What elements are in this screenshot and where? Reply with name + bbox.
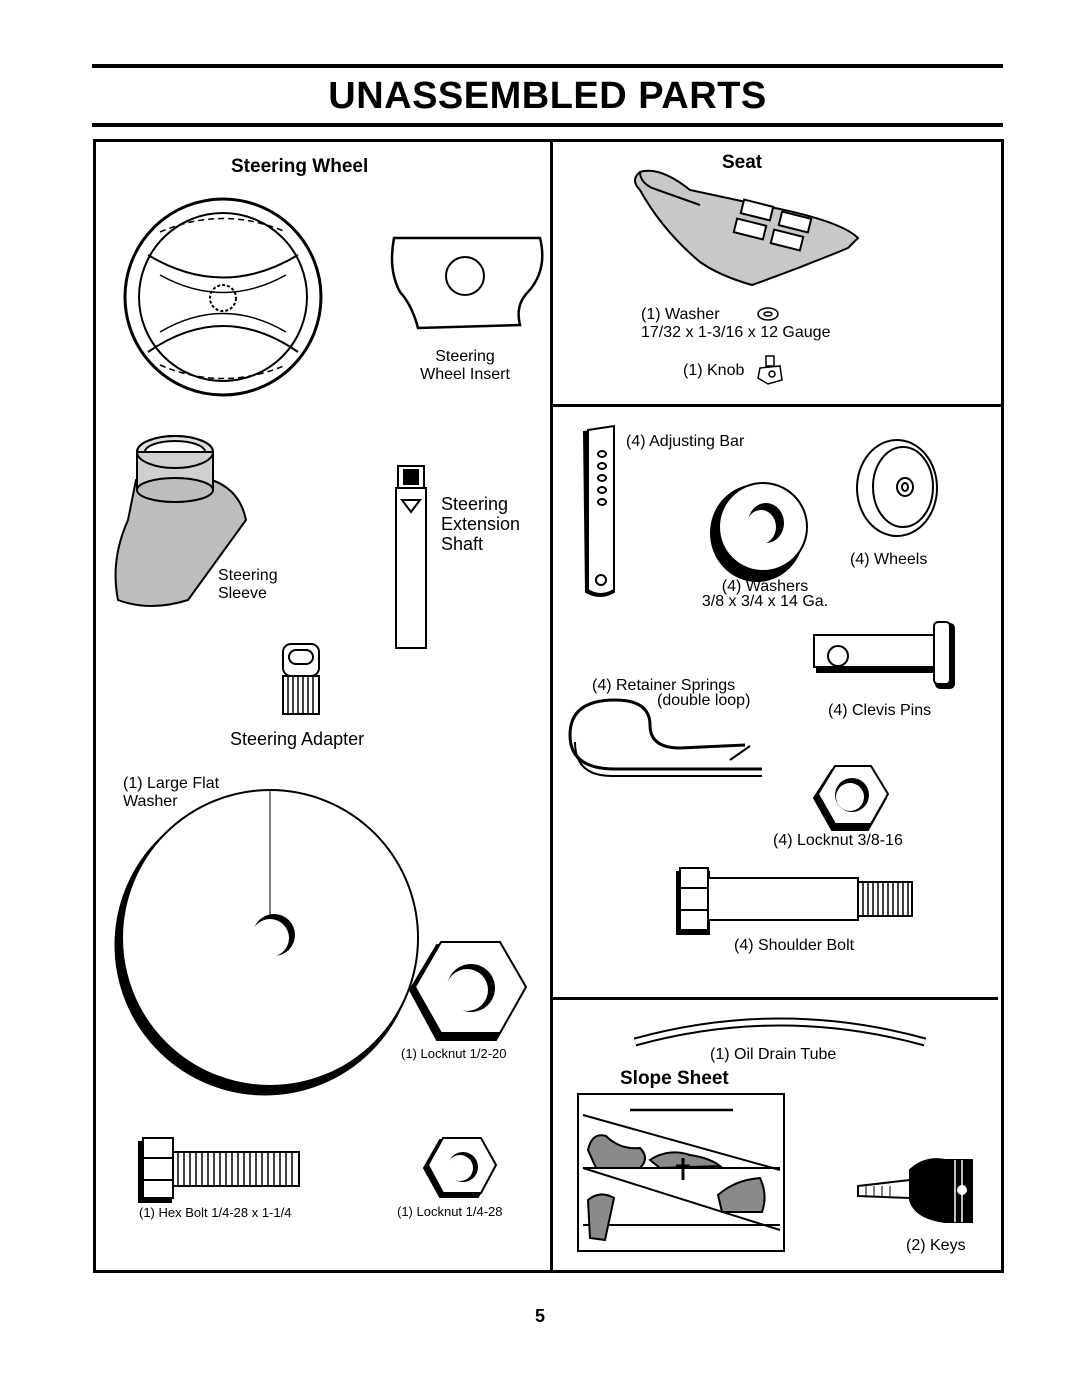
locknut-quarter-inch-icon [422,1137,498,1198]
shaft-label-line2: Extension [441,514,521,534]
seat-heading: Seat [722,152,763,173]
flat-washer-label-line1: (1) Large Flat [123,775,220,792]
steering-sleeve-label: Steering Sleeve [218,567,278,603]
small-washer-icon [757,307,779,321]
title-rule-top [92,64,1003,68]
locknut-three-eighths-label: (4) Locknut 3/8-16 [773,832,903,849]
steering-adapter-label: Steering Adapter [230,729,365,749]
page-title: UNASSEMBLED PARTS [328,75,767,117]
steering-sleeve-icon [114,435,248,607]
locknut-half-inch-label: (1) Locknut 1/2-20 [401,1046,507,1061]
shaft-label-line1: Steering [441,494,509,514]
washers-label-block: (4) Washers 3/8 x 3/4 x 14 Ga. [680,578,850,611]
wheel-icon [856,439,938,537]
clevis-pins-label: (4) Clevis Pins [828,702,932,719]
large-flat-washer-label: (1) Large Flat Washer [123,775,219,811]
steering-adapter-icon [282,643,320,715]
center-divider [550,140,553,1272]
flat-washer-label-line2: Washer [123,793,178,810]
key-icon [857,1158,973,1223]
locknut-quarter-inch-label: (1) Locknut 1/4-28 [397,1204,503,1219]
knob-icon [757,355,783,385]
steering-wheel-icon [123,197,323,397]
knob-label: (1) Knob [683,362,745,379]
hex-bolt-icon [138,1137,300,1203]
insert-label-line2: Wheel Insert [420,366,510,383]
slope-sheet-icon [577,1093,785,1252]
large-flat-washer-icon [114,789,419,1096]
slope-sheet-heading: Slope Sheet [620,1068,729,1089]
steering-shaft-label: Steering Extension Shaft [441,494,520,554]
parts-frame [93,139,1004,1273]
washers-label: (4) Washers [721,578,809,595]
locknut-half-inch-icon [408,941,528,1041]
adjusting-bar-icon [582,424,615,597]
steering-wheel-heading: Steering Wheel [231,156,369,177]
shoulder-bolt-label: (4) Shoulder Bolt [734,937,855,954]
seat-divider [553,404,1001,407]
hardware-divider [550,997,998,1000]
seat-icon [634,169,860,287]
clevis-pin-icon [813,621,955,689]
washers-spec: 3/8 x 3/4 x 14 Ga. [701,593,829,610]
sleeve-label-line2: Sleeve [218,585,267,602]
sleeve-label-line1: Steering [218,567,278,584]
title-rule-bottom [92,123,1003,127]
steering-wheel-insert-icon [390,236,544,330]
shaft-label-line3: Shaft [441,534,484,554]
steering-extension-shaft-icon [395,465,427,649]
oil-drain-tube-label: (1) Oil Drain Tube [710,1046,837,1063]
retainer-springs-note: (double loop) [657,692,751,709]
shoulder-bolt-icon [676,867,913,935]
hex-bolt-label: (1) Hex Bolt 1/4-28 x 1-1/4 [139,1205,292,1220]
washer-icon [710,482,808,582]
locknut-three-eighths-icon [812,765,890,831]
oil-drain-tube-icon [633,1017,927,1047]
retainer-springs-label: (4) Retainer Springs [592,677,736,694]
insert-label-line1: Steering [435,348,495,365]
retainer-spring-icon [568,698,762,777]
wheels-label: (4) Wheels [850,551,928,568]
adjusting-bar-label: (4) Adjusting Bar [626,433,745,450]
keys-label: (2) Keys [906,1237,966,1254]
washer-spec: 17/32 x 1-3/16 x 12 Gauge [641,324,831,341]
steering-wheel-insert-label: Steering Wheel Insert [405,348,525,384]
washer-label: (1) Washer [641,306,720,323]
page-number: 5 [534,1306,545,1326]
